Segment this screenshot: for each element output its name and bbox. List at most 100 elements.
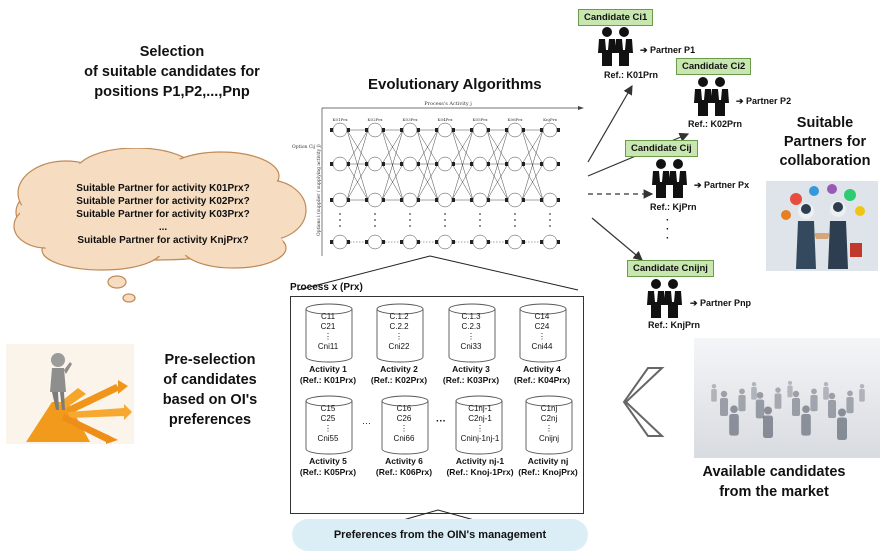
crowd-illustration — [694, 338, 880, 458]
ea-column-headers: K01Prx K02Prx K03Prx K04Prx K05Prx K06Prx KnjP… — [333, 117, 558, 122]
candidate-2-ref: Ref.: K02Prn — [688, 119, 743, 129]
suitable-line-3: collaboration — [779, 153, 871, 169]
ea-option-label: Option Cij — [292, 144, 315, 150]
ea-node — [507, 122, 523, 138]
dots-between-6-nj1: ··· — [436, 416, 446, 427]
selection-line-2: of suitable candidates for — [84, 64, 260, 80]
preselection-line-2: of candidates — [163, 372, 257, 388]
suitable-line-1: Suitable — [796, 115, 854, 131]
ea-column-header: K04Prx — [438, 117, 454, 122]
preselection-line-4: preferences — [168, 412, 252, 428]
ea-title: Evolutionary Algorithms — [368, 76, 542, 93]
ea-node — [332, 192, 348, 208]
ea-nodes — [330, 122, 560, 250]
ea-node — [542, 192, 558, 208]
cloud-line-2: Suitable Partner for activity K02Prx? — [76, 196, 250, 207]
available-line-2: from the market — [719, 484, 829, 500]
thought-cloud — [13, 148, 307, 303]
activity-cylinder — [376, 303, 424, 363]
ea-links — [346, 129, 544, 243]
candidate-4-ref: Ref.: KnjPrn — [648, 320, 701, 330]
candidate-4-box: Candidate Cnijnj — [627, 260, 714, 277]
ea-node — [437, 122, 453, 138]
preselection-line-3: based on OI's — [162, 392, 258, 408]
ea-node — [367, 234, 383, 250]
people-icon — [694, 77, 729, 116]
ea-node — [542, 234, 558, 250]
selection-heading: Selection of suitable candidates for pos… — [56, 42, 288, 102]
ea-node — [472, 122, 488, 138]
candidate-1-ref: Ref.: K01Prn — [604, 70, 659, 80]
selection-line-1: Selection — [139, 44, 205, 60]
ea-node — [332, 234, 348, 250]
ea-column-header: KnjPrx — [543, 117, 557, 122]
ea-node — [472, 234, 488, 250]
ea-column-header: K05Prx — [473, 117, 489, 122]
available-line-1: Available candidates — [702, 464, 846, 480]
ea-node — [437, 234, 453, 250]
ea-node — [402, 156, 418, 172]
cloud-line-3: Suitable Partner for activity K03Prx? — [76, 209, 250, 220]
ea-node — [472, 192, 488, 208]
ea-node — [472, 156, 488, 172]
funnel-lines — [297, 255, 579, 291]
candidate-3-partner: ➔ Partner Px — [694, 180, 750, 190]
activity-cylinder — [455, 395, 503, 455]
ea-node — [507, 234, 523, 250]
ea-grid: Process's Activity j Option Cij Options … — [292, 101, 584, 256]
crossroads-illustration — [6, 344, 134, 444]
ea-node — [367, 122, 383, 138]
available-heading: Available candidates from the market — [676, 462, 872, 502]
people-icon — [652, 159, 687, 198]
candidate-2-box: Candidate Ci2 — [676, 58, 752, 75]
candidate-3-ref: Ref.: KjPrn — [650, 202, 697, 212]
preselection-line-1: Pre-selection — [164, 352, 256, 368]
ea-node — [332, 122, 348, 138]
activity-cylinder — [519, 303, 567, 363]
cloud-line-1: Suitable Partner for activity K01Prx? — [76, 183, 250, 194]
suitable-heading: Suitable Partners for collaboration — [770, 114, 880, 171]
activity-cylinder — [305, 395, 353, 455]
suitable-line-2: Partners for — [783, 134, 867, 150]
people-icon — [598, 27, 633, 66]
activity-cylinder — [448, 303, 496, 363]
ea-node — [402, 234, 418, 250]
activity-cylinder — [305, 303, 353, 363]
cloud-line-5: Suitable Partner for activity KnjPrx? — [77, 235, 249, 246]
candidate-3-box: Candidate Cij — [625, 140, 698, 157]
ea-node — [437, 192, 453, 208]
ea-column-header: K03Prx — [403, 117, 419, 122]
ea-column-header: K06Prx — [508, 117, 524, 122]
ea-node — [332, 156, 348, 172]
cloud-line-4: ... — [158, 222, 168, 233]
selection-line-3: positions P1,P2,...,Pnp — [94, 84, 250, 100]
handshake-illustration — [766, 181, 878, 271]
candidate-2-partner: ➔ Partner P2 — [736, 96, 792, 106]
activity-cylinder — [525, 395, 573, 455]
ea-node — [402, 122, 418, 138]
ea-column-header: K01Prx — [333, 117, 349, 122]
activity-cylinder — [381, 395, 429, 455]
ea-node — [367, 156, 383, 172]
ea-column-header: K02Prx — [368, 117, 384, 122]
ea-node — [507, 192, 523, 208]
dots-between-5-6: ··· — [362, 418, 371, 428]
preferences-bar: Preferences from the OIN's management — [292, 519, 588, 551]
ea-node — [507, 156, 523, 172]
vertical-dots: ··· — [666, 215, 670, 244]
ea-node — [437, 156, 453, 172]
chevron-left-icon — [622, 367, 665, 437]
ea-node — [402, 192, 418, 208]
candidate-4-partner: ➔ Partner Pnp — [690, 298, 752, 308]
ea-node — [542, 156, 558, 172]
people-icon — [647, 279, 682, 318]
candidate-1-partner: ➔ Partner P1 — [640, 45, 696, 55]
preselection-heading: Pre-selection of candidates based on OI'… — [140, 350, 280, 430]
cylinders — [305, 303, 573, 455]
ea-node — [542, 122, 558, 138]
cloud-text: Suitable Partner for activity K01Prx? Su… — [48, 182, 278, 247]
ea-node — [367, 192, 383, 208]
ea-axis-label: Process's Activity j — [424, 101, 472, 107]
candidate-1-box: Candidate Ci1 — [578, 9, 654, 26]
ea-side-label: Options i (supplier / supplying activity… — [315, 144, 322, 236]
